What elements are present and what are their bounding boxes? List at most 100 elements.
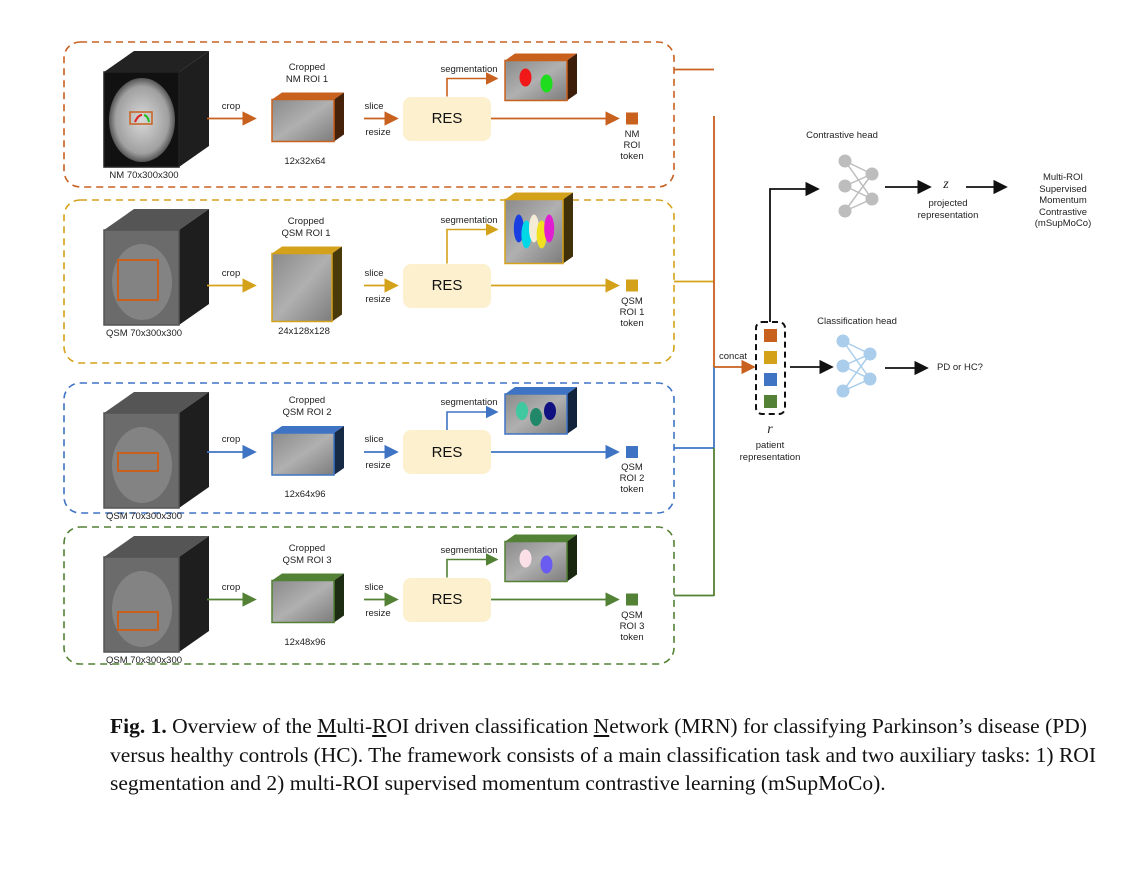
objective-label-line: (mSupMoCo)	[1034, 218, 1092, 229]
segmentation-arrow	[446, 553, 499, 578]
patient-representation-label-1: patient	[755, 440, 785, 451]
brain-slice	[112, 571, 172, 647]
roi-token	[626, 446, 638, 458]
segmentation-label: segmentation	[440, 214, 498, 226]
box-side-face	[334, 92, 344, 142]
mrn-architecture-diagram	[63, 41, 1008, 665]
mlp-node	[838, 154, 852, 168]
figure-label: Fig. 1.	[110, 714, 167, 738]
mlp-node	[838, 204, 852, 218]
segmentation-output-volume	[504, 534, 577, 583]
seg-green	[143, 114, 150, 123]
token-label-line: QSM	[621, 609, 643, 621]
box-front-face	[504, 59, 568, 102]
branch-qsm-roi-1	[63, 192, 675, 364]
resize-label: resize	[365, 607, 391, 619]
branch-frame	[63, 41, 675, 188]
token-label-line: NM	[624, 128, 640, 140]
classification-head-title: Classification head	[817, 316, 897, 327]
cropped-roi-volume	[271, 573, 344, 624]
concat-label: concat	[719, 351, 747, 362]
cropped-title-line2: QSM ROI 1	[281, 227, 331, 239]
branch-frame	[63, 199, 675, 364]
segmentation-mask	[540, 555, 553, 574]
cropped-roi-volume	[271, 426, 344, 476]
cropped-title-line2: NM ROI 1	[285, 73, 329, 85]
mlp-node	[863, 372, 877, 386]
input-volume-label: QSM 70x300x300	[105, 328, 183, 339]
box-side-face	[179, 536, 209, 652]
box-side-face	[567, 53, 577, 101]
segmentation-arrow	[446, 405, 499, 430]
figure-caption: Fig. 1. Overview of the Multi-ROI driven…	[110, 712, 1100, 798]
caption-underline-r: R	[372, 714, 387, 738]
input-volume-label: NM 70x300x300	[109, 170, 179, 181]
roi-box	[129, 111, 153, 125]
mlp-edge	[842, 353, 871, 392]
mlp-node	[836, 334, 850, 348]
slice-label: slice	[364, 100, 384, 112]
cropped-size-label: 12x64x96	[284, 489, 326, 500]
projected-symbol: z	[943, 177, 949, 192]
slice-label: slice	[364, 267, 384, 279]
box-side-face	[334, 573, 344, 623]
box-side-face	[567, 387, 577, 434]
classification-output-label: PD or HC?	[937, 362, 983, 373]
token-label-line: token	[620, 317, 644, 329]
caption-underline-n: N	[593, 714, 610, 738]
seg-red	[134, 114, 143, 123]
cropped-roi-volume	[271, 246, 342, 323]
box-top-face	[272, 92, 344, 100]
branch-qsm-roi-2	[63, 382, 675, 514]
input-volume-label: QSM 70x300x300	[105, 511, 183, 522]
cropped-title-line1: Cropped	[288, 61, 326, 73]
segmentation-label: segmentation	[440, 63, 498, 75]
segmentation-label: segmentation	[440, 544, 498, 556]
segmentation-mask	[544, 402, 556, 420]
patient-representation-symbol: r	[767, 422, 773, 437]
patient-token-qsm-roi-3	[764, 395, 777, 408]
mlp-node	[863, 347, 877, 361]
input-volume-label: QSM 70x300x300	[105, 655, 183, 666]
resize-label: resize	[365, 460, 391, 471]
caption-text-0: Overview of the	[166, 714, 318, 738]
branch-frame	[63, 526, 675, 665]
mlp-node	[838, 179, 852, 193]
box-top-face	[104, 51, 209, 72]
caption-text-2: OI driven classification	[386, 714, 594, 738]
resize-label: resize	[365, 293, 391, 305]
token-label-line: token	[620, 484, 644, 495]
box-side-face	[334, 426, 344, 475]
crop-label: crop	[221, 100, 241, 112]
roi-box	[117, 452, 159, 472]
cropped-title-line2: QSM ROI 3	[282, 554, 332, 566]
box-front-face	[271, 98, 335, 143]
token-label-line: QSM	[621, 295, 643, 307]
box-front-face	[271, 432, 335, 476]
box-top-face	[272, 426, 344, 433]
brain-slice	[112, 427, 172, 503]
roi-box	[117, 259, 159, 301]
box-top-face	[505, 534, 577, 542]
crop-label: crop	[221, 434, 241, 445]
token-label-line: token	[620, 631, 644, 643]
patient-token-qsm-roi-1	[764, 351, 777, 364]
mlp-edge	[844, 173, 873, 212]
slice-label: slice	[364, 581, 384, 593]
box-top-face	[505, 53, 577, 61]
box-top-face	[272, 573, 344, 581]
token-label-line: ROI 3	[619, 620, 645, 632]
segmentation-mask	[521, 220, 532, 249]
cropped-roi-volume	[271, 92, 344, 143]
box-top-face	[104, 392, 209, 413]
box-side-face	[332, 246, 342, 322]
patient-representation-label-2: representation	[739, 452, 801, 463]
resize-label: resize	[365, 126, 391, 138]
segmentation-mask	[516, 402, 528, 420]
objective-label-line: Momentum	[1039, 195, 1087, 206]
box-side-face	[179, 51, 209, 167]
token-label-line: ROI 1	[619, 306, 645, 318]
segmentation-mask	[536, 220, 547, 249]
brain-slice	[109, 78, 175, 162]
projected-label-2: representation	[917, 210, 979, 221]
